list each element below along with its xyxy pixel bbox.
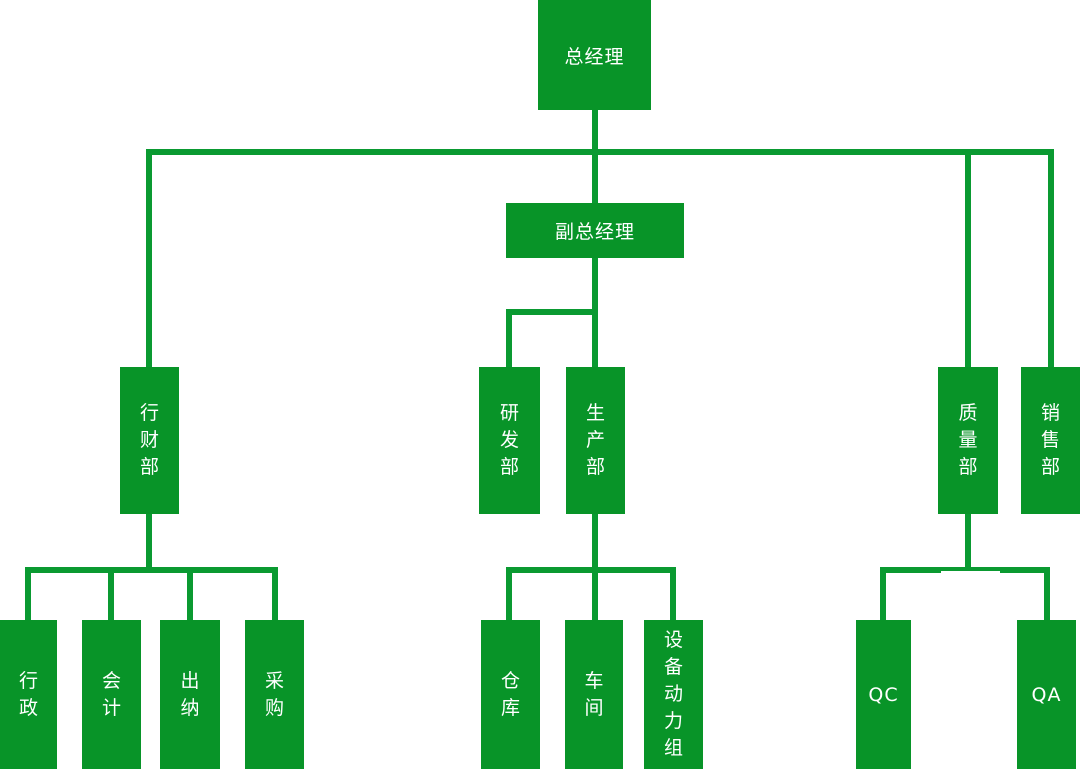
org-node-label: 总经理 bbox=[564, 45, 625, 68]
connector-line bbox=[506, 567, 676, 573]
org-node-label: QA bbox=[1031, 683, 1062, 706]
org-node-kuaiji: 会计 bbox=[82, 620, 141, 769]
connector-line bbox=[108, 573, 114, 620]
connector-line bbox=[272, 573, 278, 620]
connector-line bbox=[506, 309, 597, 315]
org-node-cangku: 仓库 bbox=[481, 620, 540, 769]
org-node-label: 出纳 bbox=[180, 669, 200, 719]
org-node-fuzongjingli: 副总经理 bbox=[506, 203, 684, 258]
org-node-zhiliangbu: 质量部 bbox=[938, 367, 998, 514]
org-node-caigou: 采购 bbox=[245, 620, 304, 769]
connector-line bbox=[506, 315, 512, 367]
org-node-label: 行财部 bbox=[139, 402, 159, 478]
connector-line bbox=[25, 573, 31, 620]
org-node-label: QC bbox=[868, 683, 899, 706]
org-node-label: 质量部 bbox=[958, 402, 978, 478]
org-node-label: 仓库 bbox=[500, 669, 520, 719]
org-node-yanfabu: 研发部 bbox=[479, 367, 540, 514]
org-node-label: 采购 bbox=[264, 669, 284, 719]
org-node-label: 车间 bbox=[584, 669, 604, 719]
connector-line bbox=[146, 155, 152, 367]
org-node-label: 行政 bbox=[18, 669, 38, 719]
connector-line bbox=[880, 573, 886, 620]
org-node-qa: QA bbox=[1017, 620, 1076, 769]
connector-line bbox=[880, 567, 1050, 573]
connector-line bbox=[592, 573, 598, 620]
connector-line bbox=[25, 567, 278, 573]
connector-line bbox=[146, 149, 1054, 155]
org-node-xiaoshoubu: 销售部 bbox=[1021, 367, 1080, 514]
org-node-label: 设备动力组 bbox=[663, 629, 683, 759]
org-node-xingcaibu: 行财部 bbox=[120, 367, 179, 514]
connector-line bbox=[670, 573, 676, 620]
org-node-chuna: 出纳 bbox=[160, 620, 220, 769]
org-node-chejian: 车间 bbox=[565, 620, 623, 769]
connector-line bbox=[146, 514, 152, 573]
connector-line bbox=[592, 514, 598, 573]
org-node-qc: QC bbox=[856, 620, 911, 769]
connector-line bbox=[506, 573, 512, 620]
rail-gap-artifact bbox=[941, 571, 1000, 574]
connector-line bbox=[592, 155, 598, 203]
org-node-label: 销售部 bbox=[1040, 402, 1060, 478]
org-node-zongjingli: 总经理 bbox=[538, 0, 651, 110]
org-node-label: 副总经理 bbox=[554, 221, 635, 243]
org-node-shebeidonglizu: 设备动力组 bbox=[644, 620, 703, 769]
org-node-shengchanbu: 生产部 bbox=[566, 367, 625, 514]
connector-line bbox=[965, 514, 971, 573]
org-node-xingzheng: 行政 bbox=[0, 620, 57, 769]
connector-line bbox=[187, 573, 193, 620]
org-node-label: 研发部 bbox=[499, 402, 519, 478]
connector-line bbox=[965, 155, 971, 367]
connector-line bbox=[1044, 573, 1050, 620]
connector-line bbox=[1048, 155, 1054, 367]
connector-line bbox=[592, 110, 598, 155]
org-node-label: 生产部 bbox=[585, 402, 605, 478]
org-node-label: 会计 bbox=[101, 669, 121, 719]
